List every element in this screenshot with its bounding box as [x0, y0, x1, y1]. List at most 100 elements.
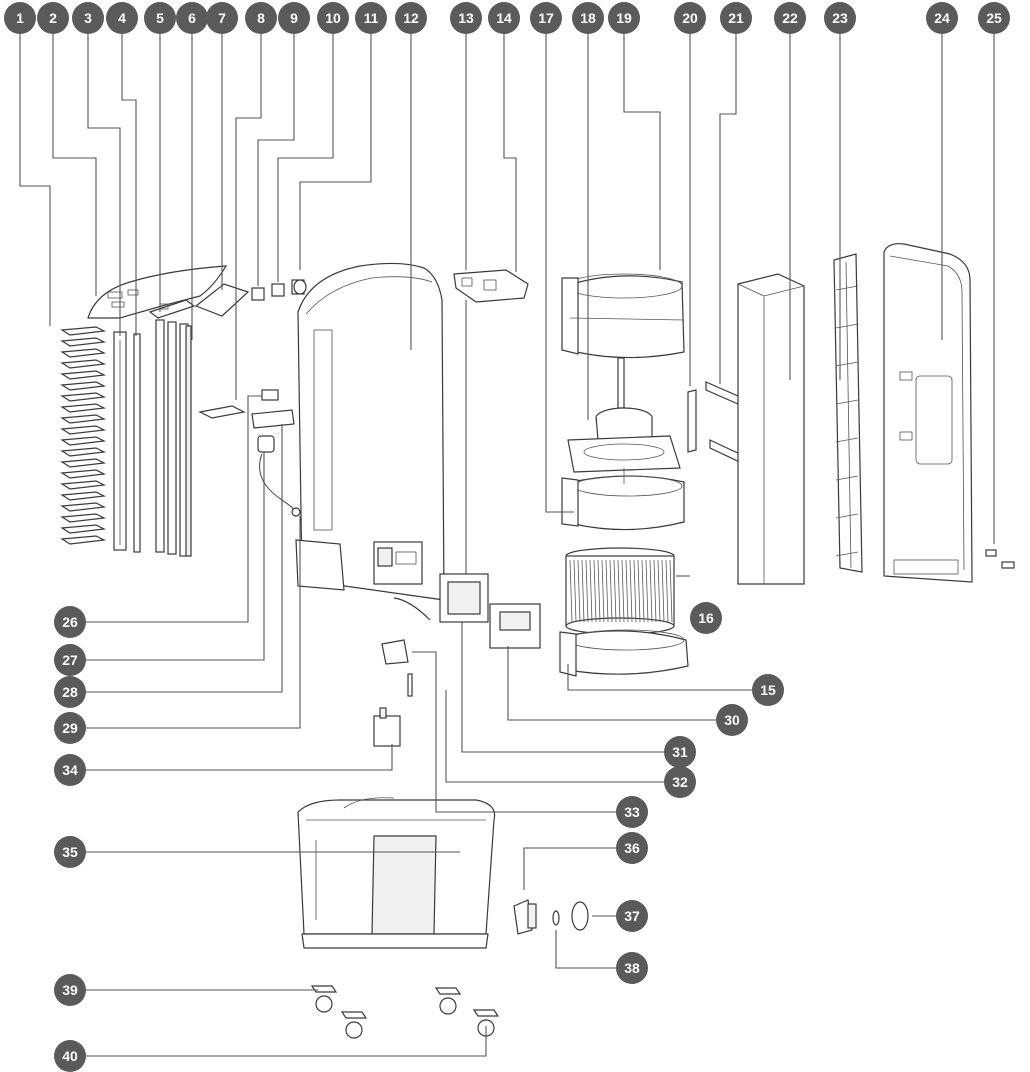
- part-small-blocks: [251, 279, 307, 301]
- part-top-bracket: [453, 269, 529, 574]
- svg-text:33: 33: [624, 804, 640, 820]
- part-water-tank: [297, 797, 496, 949]
- svg-text:11: 11: [364, 10, 379, 26]
- callout-16: 16: [690, 602, 722, 634]
- callout-28: 28: [54, 676, 86, 708]
- svg-text:18: 18: [580, 10, 596, 26]
- part-screws: [985, 549, 1015, 569]
- svg-text:1: 1: [16, 10, 24, 26]
- svg-text:29: 29: [62, 720, 78, 736]
- part-side-rail: [687, 381, 745, 465]
- callout-37: 37: [616, 900, 648, 932]
- part-bracket-and-pump: [198, 389, 301, 517]
- svg-text:6: 6: [188, 10, 196, 26]
- svg-text:7: 7: [218, 10, 226, 26]
- svg-text:9: 9: [290, 10, 298, 26]
- callout-24: 24: [926, 2, 958, 34]
- part-fan-wheel: [565, 547, 675, 635]
- svg-text:19: 19: [616, 10, 632, 26]
- svg-text:40: 40: [62, 1048, 78, 1064]
- svg-text:27: 27: [62, 652, 78, 668]
- svg-text:37: 37: [624, 908, 640, 924]
- callout-32: 32: [664, 766, 696, 798]
- svg-text:39: 39: [62, 982, 78, 998]
- callout-13: 13: [450, 2, 482, 34]
- svg-text:32: 32: [672, 774, 688, 790]
- part-control-box: [439, 573, 541, 649]
- callout-30: 30: [716, 704, 748, 736]
- callout-31: 31: [664, 736, 696, 768]
- callout-21: 21: [720, 2, 752, 34]
- svg-text:30: 30: [724, 712, 740, 728]
- callout-9: 9: [278, 2, 310, 34]
- callout-12: 12: [395, 2, 427, 34]
- callout-34: 34: [54, 754, 86, 786]
- part-filter-block: [737, 273, 805, 585]
- callout-1: 1: [4, 2, 36, 34]
- callout-25: 25: [978, 2, 1010, 34]
- callout-23: 23: [824, 2, 856, 34]
- callout-15: 15: [752, 674, 784, 706]
- callout-20: 20: [674, 2, 706, 34]
- callout-19: 19: [608, 2, 640, 34]
- callout-3: 3: [72, 2, 104, 34]
- leader-lines: [19, 32, 995, 1057]
- callout-7: 7: [206, 2, 238, 34]
- svg-text:8: 8: [257, 10, 265, 26]
- svg-text:35: 35: [62, 844, 78, 860]
- part-float-switch: [373, 639, 413, 747]
- svg-text:10: 10: [325, 10, 341, 26]
- callout-26: 26: [54, 606, 86, 638]
- svg-text:2: 2: [49, 10, 57, 26]
- callout-35: 35: [54, 836, 86, 868]
- callout-40: 40: [54, 1040, 86, 1072]
- part-frame-rails: [155, 319, 192, 557]
- callout-4: 4: [106, 2, 138, 34]
- svg-text:17: 17: [538, 10, 554, 26]
- callout-17: 17: [530, 2, 562, 34]
- part-vertical-strip-3: [113, 331, 127, 551]
- part-blower-housing-lower: [561, 468, 685, 531]
- part-drain-plug: [513, 899, 589, 935]
- part-main-housing: [295, 262, 445, 621]
- callout-8: 8: [245, 2, 277, 34]
- callout-39: 39: [54, 974, 86, 1006]
- callout-22: 22: [774, 2, 806, 34]
- callout-29: 29: [54, 712, 86, 744]
- svg-text:14: 14: [496, 10, 512, 26]
- part-louvre-blades: [60, 326, 107, 545]
- part-rear-grille: [833, 253, 863, 573]
- svg-text:3: 3: [84, 10, 92, 26]
- svg-text:23: 23: [832, 10, 848, 26]
- callout-badges: 1 2 3 4 5 6 7 8 9 10 11 12 13 14 17 18 1…: [4, 2, 1010, 1072]
- svg-text:16: 16: [698, 610, 714, 626]
- callout-38: 38: [616, 952, 648, 984]
- svg-text:38: 38: [624, 960, 640, 976]
- part-scroll-ring: [559, 629, 689, 677]
- svg-text:13: 13: [458, 10, 474, 26]
- callout-27: 27: [54, 644, 86, 676]
- parts-drawing: [60, 243, 1015, 1039]
- svg-text:36: 36: [624, 840, 640, 856]
- svg-text:24: 24: [934, 10, 950, 26]
- svg-text:28: 28: [62, 684, 78, 700]
- svg-text:31: 31: [672, 744, 688, 760]
- svg-text:21: 21: [728, 10, 744, 26]
- svg-text:20: 20: [682, 10, 698, 26]
- part-flat-sheet: [194, 283, 250, 317]
- svg-text:4: 4: [118, 10, 126, 26]
- part-vertical-strip-4: [133, 333, 141, 553]
- callout-5: 5: [144, 2, 176, 34]
- callout-33: 33: [616, 796, 648, 828]
- callout-10: 10: [317, 2, 349, 34]
- svg-text:25: 25: [986, 10, 1002, 26]
- callout-18: 18: [572, 2, 604, 34]
- part-blower-housing-upper: [561, 273, 685, 473]
- svg-text:22: 22: [782, 10, 798, 26]
- callout-6: 6: [176, 2, 208, 34]
- svg-text:12: 12: [403, 10, 419, 26]
- svg-text:5: 5: [156, 10, 164, 26]
- callout-2: 2: [37, 2, 69, 34]
- callout-36: 36: [616, 832, 648, 864]
